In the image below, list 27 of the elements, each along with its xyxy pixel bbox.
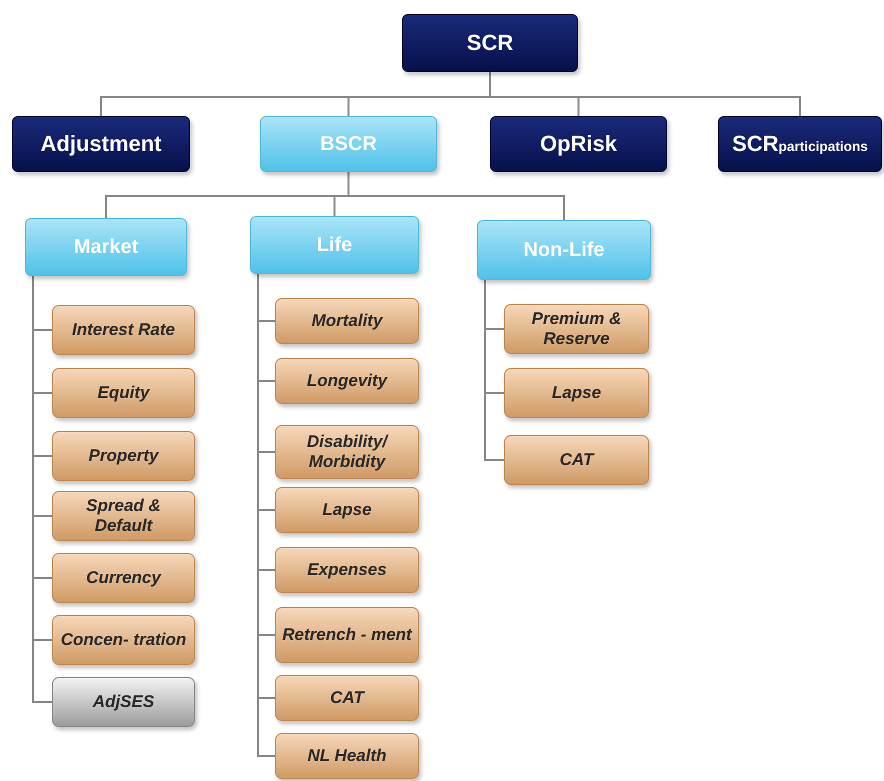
submodule-box: Property [52, 431, 195, 481]
module-box: Life [250, 216, 419, 274]
submodule-box: Lapse [275, 487, 419, 533]
submodule-box: Lapse [504, 368, 649, 418]
category-box: OpRisk [490, 116, 667, 172]
submodule-box: Currency [52, 553, 195, 603]
submodule-box: Expenses [275, 547, 419, 593]
category-box: SCR [402, 14, 578, 72]
adjustment-box: AdjSES [52, 677, 195, 727]
submodule-box: Premium & Reserve [504, 304, 649, 354]
submodule-box: NL Health [275, 733, 419, 779]
module-box: Non-Life [477, 220, 651, 280]
submodule-box: Mortality [275, 298, 419, 344]
connector-line [489, 72, 801, 116]
submodule-box: Concen- tration [52, 615, 195, 665]
submodule-box: Equity [52, 368, 195, 418]
submodule-box: Disability/ Morbidity [275, 425, 419, 479]
submodule-box: CAT [275, 675, 419, 721]
submodule-box: Interest Rate [52, 305, 195, 355]
category-box: Adjustment [12, 116, 190, 172]
submodule-box: CAT [504, 435, 649, 485]
submodule-box: Longevity [275, 358, 419, 404]
module-box: Market [25, 218, 187, 276]
submodule-box: Spread & Default [52, 491, 195, 541]
module-box: BSCR [260, 116, 437, 172]
submodule-box: Retrench - ment [275, 607, 419, 663]
connector-line [484, 280, 504, 461]
